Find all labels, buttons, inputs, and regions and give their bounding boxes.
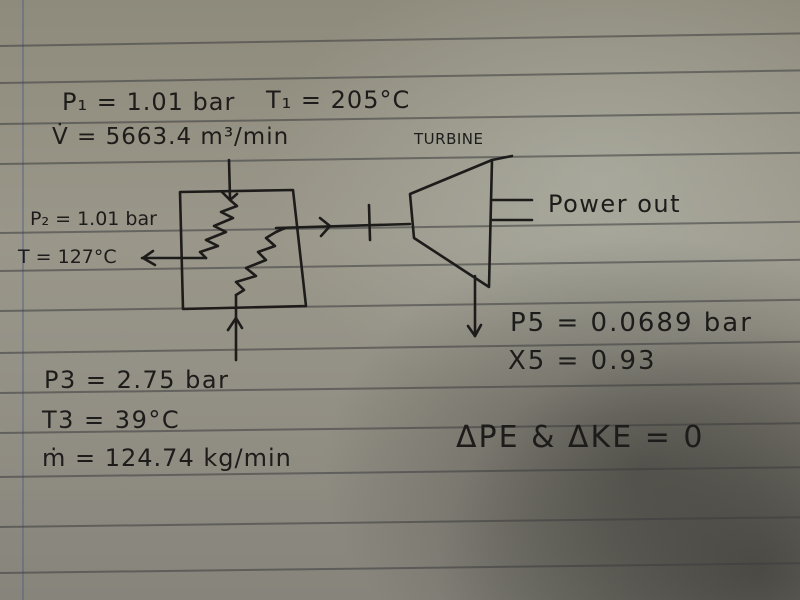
steam-arrowhead (318, 216, 332, 238)
coil-1 (198, 198, 239, 260)
exhaust-arrowhead (466, 323, 483, 338)
outlet-5-pressure: P5 = 0.0689 bar (510, 308, 753, 338)
inlet-3-pressure: P3 = 2.75 bar (44, 366, 230, 394)
inlet-3-arrowhead (226, 316, 244, 332)
valve-tick (367, 203, 372, 242)
outlet-2-pressure: P₂ = 1.01 bar (30, 208, 157, 230)
power-out-label: Power out (548, 190, 681, 218)
inlet-1-pressure: P₁ = 1.01 bar (62, 88, 236, 116)
inlet-1-volume-flow: V̇ = 5663.4 m³/min (52, 124, 290, 150)
inlet-3-mass-flow: ṁ = 124.74 kg/min (42, 444, 292, 472)
turbine-inlet-extension (490, 154, 514, 162)
outlet-2-arrowhead (141, 249, 157, 267)
outlet-2-temperature: T = 127°C (18, 246, 117, 268)
coil-2 (234, 226, 287, 297)
outlet-5-quality: X5 = 0.93 (508, 346, 657, 376)
inlet-1-line (227, 158, 232, 200)
inlet-3-temperature: T3 = 39°C (42, 406, 181, 434)
inlet-1-temperature: T₁ = 205°C (266, 86, 411, 114)
margin-line (22, 0, 24, 600)
turbine-label: TURBINE (414, 130, 484, 148)
heat-exchanger-box (178, 188, 308, 311)
assumption-note: ΔPE & ΔKE = 0 (456, 420, 705, 455)
steam-line (274, 222, 412, 230)
turbine-body (408, 158, 494, 289)
